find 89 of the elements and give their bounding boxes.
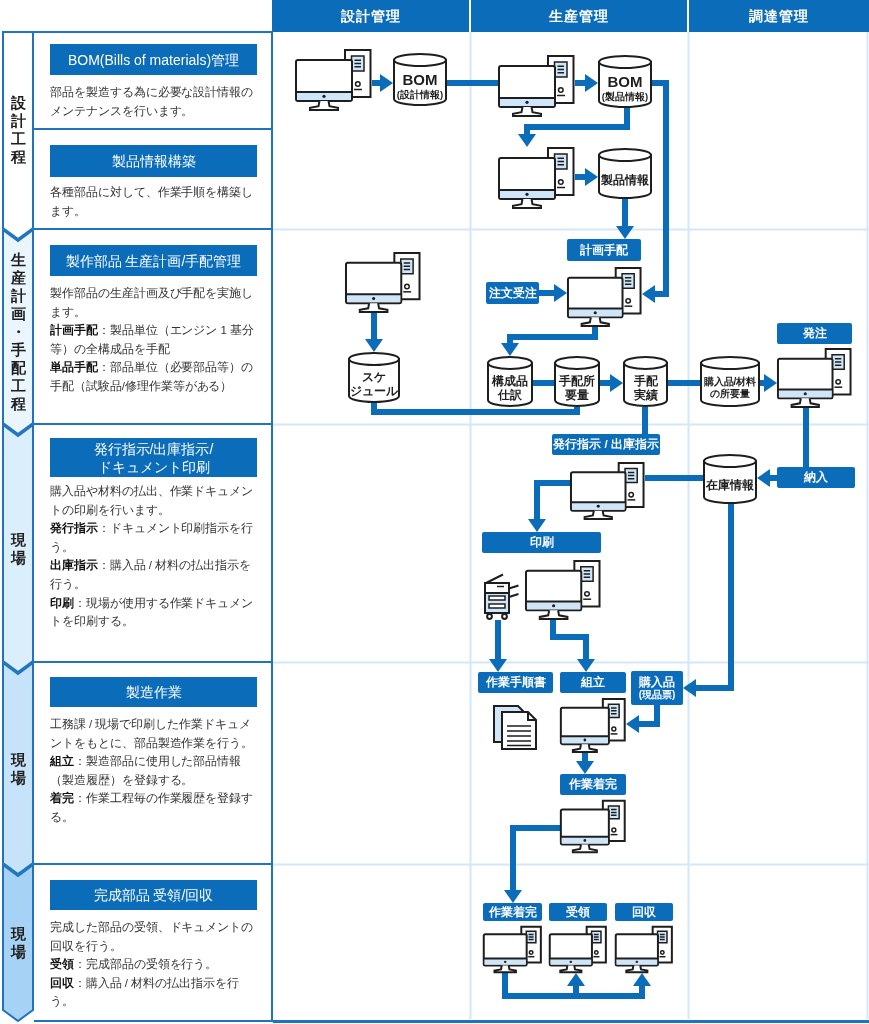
column-header: 設計管理 (272, 0, 469, 32)
description-panel (34, 425, 273, 663)
connector-line (645, 475, 703, 481)
stage-banner: 現場 (2, 662, 34, 875)
computer-icon (560, 800, 626, 853)
step-label: 納入 (777, 467, 855, 488)
arrow (365, 313, 383, 352)
printer-icon (483, 572, 520, 620)
description-text: 発行指示：ドキュメント印刷指示を行う。 (50, 521, 255, 555)
arrow (372, 74, 393, 92)
arrow (576, 753, 594, 774)
step-label: 発行指示 / 出庫指示 (552, 434, 660, 455)
description-text: 組立：製造部品に使用した部品情報（製造履歴）を登録する。 (50, 754, 243, 788)
arrow (760, 374, 777, 392)
heading-band: 完成部品 受領/回収 (50, 880, 257, 910)
connector-line (803, 408, 809, 467)
description-text: 印刷：現場が使用する作業ドキュメントを印刷する。 (50, 595, 255, 630)
description-text: 工務課 / 現場で印刷した作業ドキュメントをもとに、部品製造作業を行う。 (50, 717, 255, 751)
heading-band: BOM(Bills of materials)管理 (50, 44, 257, 75)
description-text: 着完：作業工程毎の作業履歴を登録する。 (50, 790, 255, 825)
document-icon (493, 705, 537, 750)
column-header: 調達管理 (689, 0, 869, 32)
computer-icon (570, 462, 645, 520)
computer-icon (483, 926, 542, 973)
arrow (528, 480, 570, 532)
description-text: 単品手配：部品単位（必要部品等）の手配（試験品/修理作業等がある） (50, 359, 255, 394)
description-text: 製作部品の生産計画及び手配を実施します。 (50, 286, 255, 320)
arrow (489, 620, 507, 672)
connector-line (447, 80, 498, 86)
arrow (600, 374, 623, 392)
connector-line (371, 403, 580, 415)
arrow (550, 620, 595, 672)
description-panel (34, 230, 273, 425)
description-text: 部品を製造する為に必要な設計情報のメンテナンスを行います。 (50, 85, 255, 119)
description-panel (34, 865, 273, 1022)
description-panel (34, 130, 273, 230)
description-text: 完成した部品の受領、ドキュメントの回収を行う。 (50, 920, 255, 954)
computer-icon (295, 49, 372, 111)
description-text: 回収：購入品 / 材料の払出指示を行う。 (50, 975, 240, 1010)
step-label: 購入品 (現品票) (631, 671, 683, 705)
step-label: 発注 (777, 323, 852, 344)
step-label: 作業着完 (483, 903, 542, 921)
step-label: 組立 (560, 672, 626, 693)
computer-icon (525, 560, 601, 620)
arrow (626, 705, 660, 733)
connector-line (533, 380, 554, 386)
description-text: 受領：完成部品の受領を行う。 (50, 956, 219, 973)
description-panel (34, 663, 273, 865)
description-panel (34, 31, 273, 130)
stage-banner: 生産計画・手配工程 (2, 229, 34, 435)
arrow (575, 74, 598, 92)
step-label: 印刷 (482, 532, 601, 553)
computer-icon (777, 348, 852, 408)
arrow (757, 469, 777, 487)
step-label: 注文受注 (486, 282, 539, 304)
step-label: 計画手配 (567, 239, 641, 261)
heading-band: 製造作業 (50, 677, 257, 707)
heading-band: 製作部品 生産計画/手配管理 (50, 245, 257, 276)
arrow (539, 284, 567, 302)
heading-band: 発行指示/出庫指示/ドキュメント印刷 (50, 438, 257, 477)
stage-banner: 現場 (2, 864, 34, 1022)
connector-line (642, 407, 648, 434)
column-header: 生産管理 (471, 0, 687, 32)
step-label: 作業手順書 (478, 672, 553, 693)
arrow (518, 108, 630, 147)
description-text: 購入品や材料の払出、作業ドキュメントの印刷を行います。 (50, 484, 255, 518)
arrow (616, 199, 634, 239)
computer-icon (549, 926, 607, 973)
arrow (683, 504, 734, 697)
step-label: 受領 (549, 903, 607, 921)
stage-banner: 設計工程 (2, 31, 34, 240)
step-label: 作業着完 (560, 774, 626, 795)
computer-icon (615, 926, 673, 973)
description-text: 出庫指示：購入品 / 材料の払出指示を行う。 (50, 557, 252, 592)
arrow (575, 168, 598, 186)
connector-line (668, 380, 700, 386)
arrow (642, 80, 669, 303)
description-text: 各種部品に対して、作業手順を構築します。 (50, 185, 255, 219)
computer-icon (567, 267, 642, 327)
computer-icon (498, 55, 575, 117)
computer-icon (345, 252, 421, 313)
arrow (504, 825, 560, 903)
computer-icon (498, 147, 575, 209)
heading-band: 製品情報構築 (50, 145, 257, 177)
description-text: 計画手配：製品単位（エンジン 1 基分等）の全構成品を手配 (50, 322, 255, 357)
arrow (501, 327, 598, 356)
step-label: 回収 (615, 903, 673, 921)
computer-icon (560, 698, 626, 753)
stage-banner: 現場 (2, 424, 34, 673)
